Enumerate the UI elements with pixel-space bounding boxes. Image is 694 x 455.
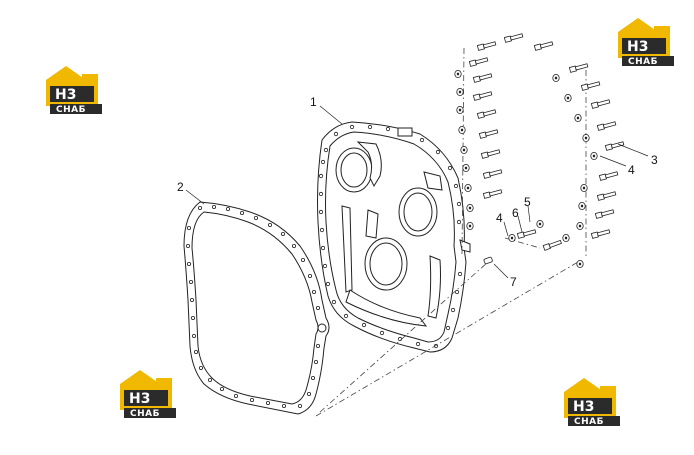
callout-4-left: 4 bbox=[496, 211, 503, 225]
brand-mark-text: H3 bbox=[129, 391, 150, 407]
cover-plate-part-1 bbox=[317, 121, 471, 353]
callout-2: 2 bbox=[177, 180, 184, 194]
callout-5: 5 bbox=[524, 195, 531, 209]
brand-mark-text: H3 bbox=[627, 39, 648, 55]
dowel-pin-part-7 bbox=[483, 256, 493, 265]
callout-1: 1 bbox=[310, 95, 317, 109]
bolt-column-left bbox=[454, 32, 554, 231]
alignment-lines bbox=[315, 47, 587, 417]
small-fasteners-4-5-6 bbox=[508, 219, 570, 251]
brand-logo-bottom-left: H3 СНАБ bbox=[120, 370, 176, 419]
brand-name-text: СНАБ bbox=[130, 409, 160, 419]
brand-mark-text: H3 bbox=[55, 87, 76, 103]
callout-leaders bbox=[185, 105, 649, 279]
callout-3: 3 bbox=[651, 153, 658, 167]
callout-labels: 1 2 3 4 4 5 6 7 bbox=[177, 95, 658, 289]
brand-name-text: СНАБ bbox=[56, 105, 86, 115]
callout-7: 7 bbox=[510, 275, 517, 289]
brand-logo-top-left: H3 СНАБ bbox=[46, 66, 102, 115]
brand-name-text: СНАБ bbox=[574, 417, 604, 427]
brand-logo-top-right: H3 СНАБ bbox=[618, 18, 674, 67]
brand-logo-bottom-right: H3 СНАБ bbox=[564, 378, 620, 427]
gasket-part-2 bbox=[183, 201, 330, 415]
brand-name-text: СНАБ bbox=[628, 57, 658, 67]
callout-6: 6 bbox=[512, 206, 519, 220]
callout-4-right: 4 bbox=[628, 163, 635, 177]
brand-mark-text: H3 bbox=[573, 399, 594, 415]
